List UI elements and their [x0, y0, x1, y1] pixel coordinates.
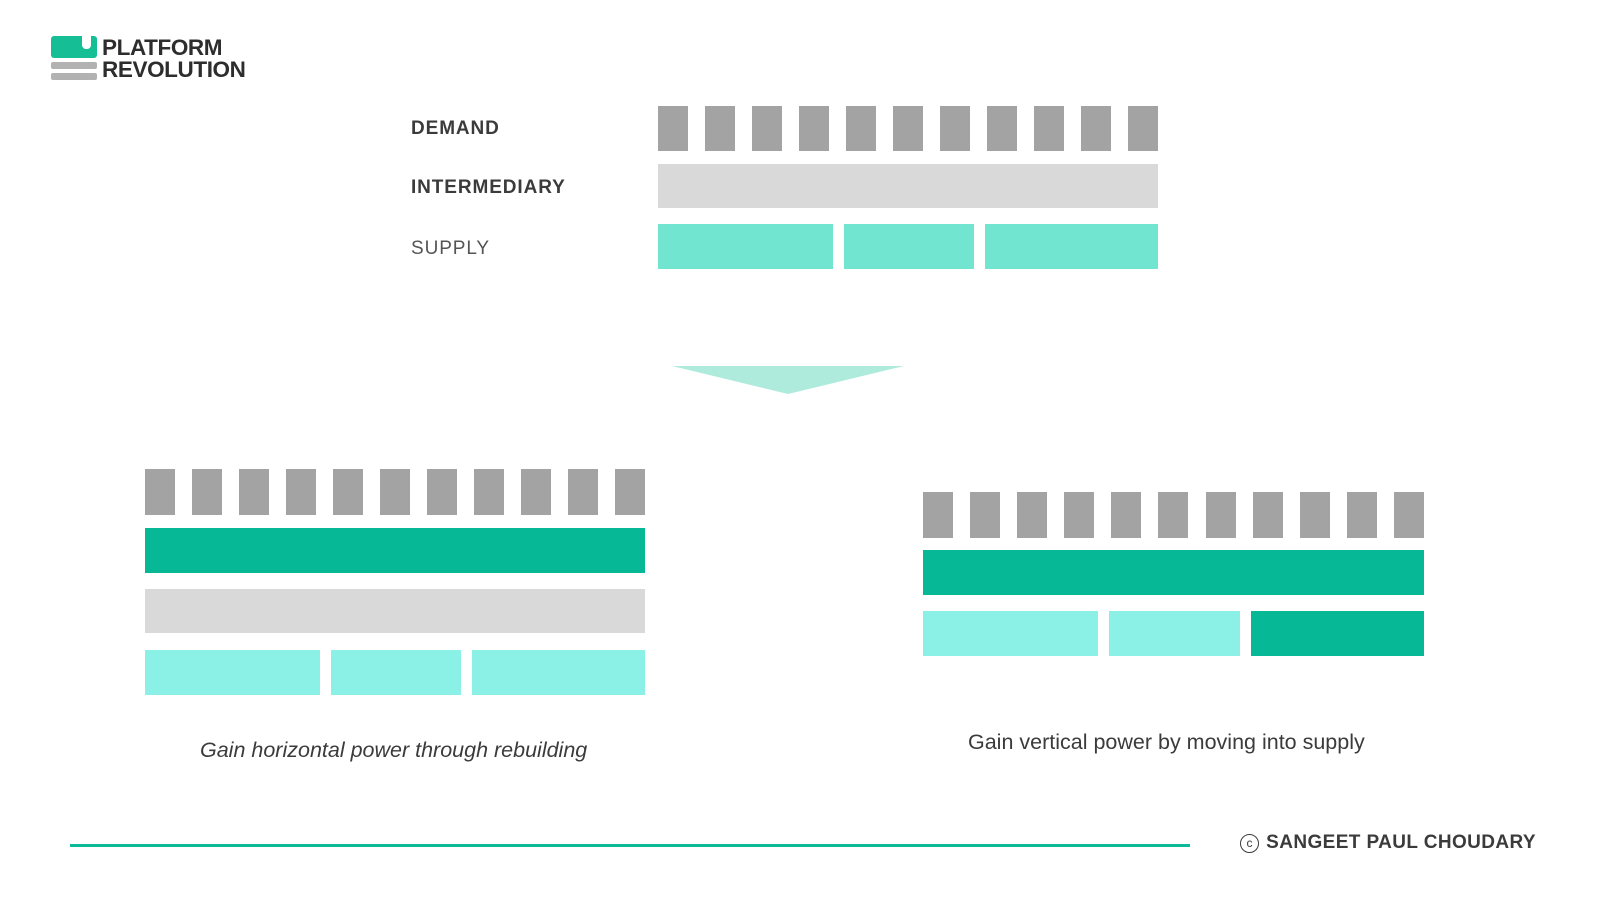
demand-unit — [705, 106, 735, 151]
supply-block — [923, 611, 1099, 656]
br-platform-bar — [923, 550, 1424, 595]
caption-horizontal-power: Gain horizontal power through rebuilding — [200, 738, 588, 762]
demand-unit — [1393, 492, 1424, 538]
footer-divider-rule — [70, 844, 1190, 847]
demand-unit — [427, 469, 457, 515]
demand-unit — [923, 492, 953, 538]
demand-unit — [1064, 492, 1095, 538]
supply-block — [985, 224, 1158, 269]
logo-word-platform: PLATFORM — [102, 35, 223, 60]
bl-supply-blocks-row — [145, 650, 645, 695]
demand-unit — [380, 469, 410, 515]
demand-unit — [1346, 492, 1377, 538]
top-intermediary-bar — [658, 164, 1158, 208]
row-label-supply: SUPPLY — [411, 238, 490, 259]
demand-unit — [568, 469, 598, 515]
demand-unit — [1034, 106, 1064, 151]
logo-word-revolution: REVOLUTION — [102, 57, 246, 83]
demand-unit — [333, 469, 363, 515]
supply-block — [331, 650, 461, 695]
demand-unit — [615, 469, 645, 515]
bl-demand-units-row — [145, 469, 645, 515]
demand-unit — [239, 469, 269, 515]
supply-block — [145, 650, 320, 695]
demand-unit — [1299, 492, 1330, 538]
demand-unit — [474, 469, 504, 515]
demand-unit — [987, 106, 1017, 151]
demand-unit — [1081, 106, 1111, 151]
demand-unit — [145, 469, 175, 515]
top-demand-units-row — [658, 106, 1158, 151]
row-label-intermediary: INTERMEDIARY — [411, 177, 566, 198]
demand-unit — [970, 492, 1001, 538]
footer-credit: c SANGEET PAUL CHOUDARY — [1240, 832, 1536, 854]
demand-unit — [752, 106, 782, 151]
supply-block — [658, 224, 833, 269]
demand-unit — [192, 469, 222, 515]
demand-unit — [658, 106, 688, 151]
downward-transition-arrow-icon — [672, 366, 904, 394]
brand-logo: PLATFORM REVOLUTION — [51, 35, 246, 84]
bl-platform-bar — [145, 528, 645, 573]
demand-unit — [799, 106, 829, 151]
platform-revolution-logo-icon — [51, 35, 97, 81]
demand-unit — [1017, 492, 1048, 538]
br-supply-blocks-row — [923, 611, 1424, 656]
logo-wordmark: PLATFORM REVOLUTION — [102, 35, 246, 83]
demand-unit — [1252, 492, 1283, 538]
br-demand-units-row — [923, 492, 1424, 538]
logo-notch — [82, 35, 91, 49]
demand-unit — [286, 469, 316, 515]
top-supply-blocks-row — [658, 224, 1158, 269]
supply-block — [1109, 611, 1240, 656]
bl-intermediary-bar — [145, 589, 645, 633]
supply-block — [844, 224, 974, 269]
demand-unit — [1111, 492, 1142, 538]
logo-green-bar — [51, 35, 97, 58]
supply-block — [472, 650, 645, 695]
demand-unit — [1158, 492, 1189, 538]
row-label-demand: DEMAND — [411, 118, 500, 139]
footer-credit-text: SANGEET PAUL CHOUDARY — [1266, 832, 1536, 853]
demand-unit — [521, 469, 551, 515]
logo-gray-bar-1 — [51, 62, 97, 69]
copyright-icon: c — [1240, 833, 1260, 853]
demand-unit — [940, 106, 970, 151]
caption-vertical-power: Gain vertical power by moving into suppl… — [968, 730, 1365, 754]
demand-unit — [846, 106, 876, 151]
supply-block — [1250, 611, 1424, 656]
logo-gray-bar-2 — [51, 73, 97, 80]
demand-unit — [893, 106, 923, 151]
demand-unit — [1205, 492, 1236, 538]
demand-unit — [1128, 106, 1158, 151]
